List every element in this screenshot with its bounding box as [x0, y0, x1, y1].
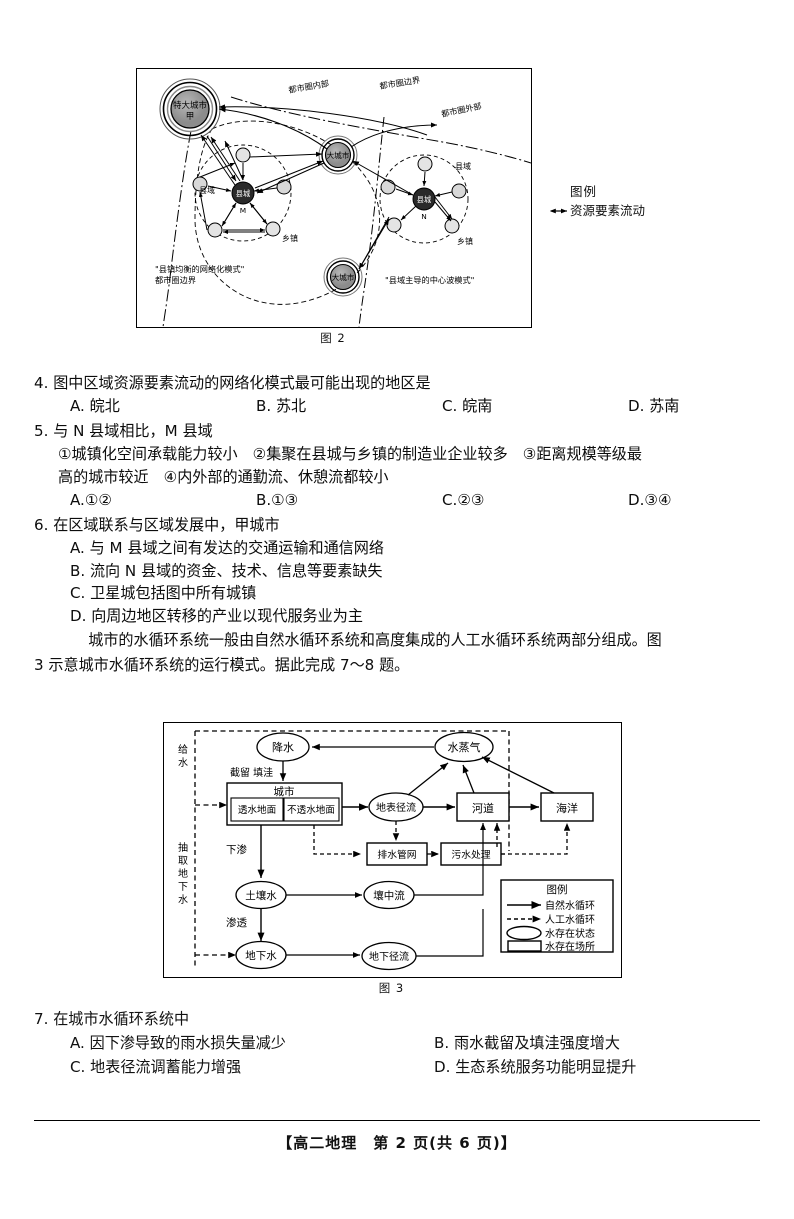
svg-text:甲: 甲	[186, 112, 195, 122]
question-5-stem: 5. 与 N 县域相比，M 县域	[34, 421, 213, 440]
svg-text:大城市: 大城市	[332, 272, 355, 282]
q7-option-c[interactable]: C. 地表径流调蓄能力增强	[70, 1057, 242, 1076]
svg-text:地下径流: 地下径流	[369, 950, 409, 963]
q4-option-c[interactable]: C. 皖南	[442, 396, 493, 415]
svg-text:"县镇均衡的网络化模式": "县镇均衡的网络化模式"	[155, 264, 244, 274]
figure-2-container: 特大城市 甲 大城市 大城市 县城 M	[0, 58, 794, 348]
svg-text:县域: 县域	[199, 185, 215, 195]
q5-option-b[interactable]: B.①③	[256, 490, 299, 509]
svg-text:壤中流: 壤中流	[373, 889, 405, 902]
question-4-stem: 4. 图中区域资源要素流动的网络化模式最可能出现的地区是	[34, 374, 431, 392]
svg-text:乡镇: 乡镇	[457, 236, 473, 246]
questions-4-6-block: 4. 图中区域资源要素流动的网络化模式最可能出现的地区是 A. 皖北 B. 苏北…	[34, 370, 760, 677]
figure-2-legend-item: 资源要素流动	[570, 202, 646, 218]
svg-text:水存在场所: 水存在场所	[545, 940, 595, 953]
svg-text:人工水循环: 人工水循环	[545, 913, 595, 926]
q4-option-a[interactable]: A. 皖北	[70, 396, 120, 415]
svg-text:县城: 县城	[236, 189, 250, 198]
svg-text:N: N	[421, 212, 427, 221]
svg-text:水: 水	[178, 894, 188, 906]
figure-2-caption: 图 2	[320, 331, 346, 345]
svg-text:M: M	[240, 206, 246, 215]
figure-2-legend-title: 图例	[570, 184, 598, 199]
svg-text:都市圈内部: 都市圈内部	[288, 78, 330, 95]
svg-text:县域: 县域	[455, 161, 471, 171]
q6-option-a[interactable]: A. 与 M 县域之间有发达的交通运输和通信网络	[70, 538, 384, 557]
svg-text:城市: 城市	[274, 785, 295, 798]
question-6-stem: 6. 在区域联系与区域发展中，甲城市	[34, 515, 280, 534]
q4-option-d[interactable]: D. 苏南	[628, 396, 680, 415]
svg-text:地表径流: 地表径流	[376, 801, 416, 814]
question-5-options: A.①② B.①③ C.②③ D.③④	[34, 489, 760, 512]
svg-text:特大城市: 特大城市	[173, 100, 208, 111]
svg-text:下渗: 下渗	[226, 843, 247, 856]
svg-text:土壤水: 土壤水	[245, 889, 277, 902]
svg-text:大城市: 大城市	[327, 150, 350, 160]
question-5-statements-line2: 高的城市较近 ④内外部的通勤流、休憩流都较小	[58, 467, 389, 486]
svg-text:都市圈外部: 都市圈外部	[440, 101, 482, 119]
svg-text:地下水: 地下水	[245, 949, 277, 962]
q7-option-a[interactable]: A. 因下渗导致的雨水损失量减少	[70, 1033, 286, 1052]
footer-divider	[34, 1120, 760, 1121]
question-7-options-row-2: C. 地表径流调蓄能力增强 D. 生态系统服务功能明显提升	[34, 1056, 760, 1080]
svg-text:排水管网: 排水管网	[377, 848, 416, 861]
svg-text:自然水循环: 自然水循环	[545, 899, 595, 912]
svg-text:河道: 河道	[472, 801, 494, 815]
figure-2-diagram: 特大城市 甲 大城市 大城市 县城 M	[155, 75, 531, 327]
svg-text:取: 取	[178, 855, 188, 867]
q6-option-c[interactable]: C. 卫星城包括图中所有城镇	[70, 584, 257, 603]
question-7-block: 7. 在城市水循环系统中 A. 因下渗导致的雨水损失量减少 B. 雨水截留及填洼…	[34, 1008, 760, 1080]
svg-text:水: 水	[178, 757, 188, 769]
figure-2-legend: 图例 资源要素流动	[548, 183, 708, 221]
svg-text:降水: 降水	[272, 740, 294, 754]
question-5-statements-line1: ①城镇化空间承载能力较小 ②集聚在县城与乡镇的制造业企业较多 ③距离规模等级最	[58, 444, 642, 463]
svg-text:都市圈边界: 都市圈边界	[155, 275, 196, 285]
q6-option-b[interactable]: B. 流向 N 县域的资金、技术、信息等要素缺失	[70, 561, 383, 580]
question-7-options-row-1: A. 因下渗导致的雨水损失量减少 B. 雨水截留及填洼强度增大	[34, 1032, 760, 1056]
figure-2-frame: 特大城市 甲 大城市 大城市 县城 M	[136, 68, 532, 328]
svg-text:乡镇: 乡镇	[282, 233, 298, 243]
svg-text:水存在状态: 水存在状态	[545, 927, 595, 940]
svg-text:水蒸气: 水蒸气	[448, 740, 481, 754]
figure-3-caption: 图 3	[378, 981, 405, 995]
svg-text:都市圈边界: 都市圈边界	[379, 75, 421, 91]
svg-text:透水地面: 透水地面	[238, 804, 277, 816]
question-4-options: A. 皖北 B. 苏北 C. 皖南 D. 苏南	[34, 395, 760, 418]
figure-2-legend-row: 资源要素流动	[548, 202, 708, 221]
double-arrow-icon	[549, 208, 567, 214]
svg-text:不透水地面: 不透水地面	[287, 804, 335, 816]
svg-text:抽: 抽	[178, 841, 188, 854]
q5-option-c[interactable]: C.②③	[442, 490, 485, 509]
svg-text:给: 给	[178, 743, 188, 756]
q7-option-d[interactable]: D. 生态系统服务功能明显提升	[434, 1057, 637, 1076]
q6-option-d[interactable]: D. 向周边地区转移的产业以现代服务业为主	[70, 607, 363, 626]
svg-text:截留 填洼: 截留 填洼	[230, 766, 273, 779]
q4-option-b[interactable]: B. 苏北	[256, 396, 307, 415]
svg-text:海洋: 海洋	[556, 801, 578, 815]
q5-option-d[interactable]: D.③④	[628, 490, 672, 509]
figure-3-frame: 给 水 抽 取 地 下 水 降水 水蒸气 截留 填洼	[163, 722, 622, 978]
svg-text:"县域主导的中心波模式": "县域主导的中心波模式"	[385, 275, 474, 285]
svg-text:图例: 图例	[547, 883, 568, 896]
svg-text:渗透: 渗透	[226, 916, 247, 929]
q7-option-b[interactable]: B. 雨水截留及填洼强度增大	[434, 1033, 620, 1052]
svg-text:县城: 县城	[417, 195, 431, 204]
question-7-stem: 7. 在城市水循环系统中	[34, 1010, 190, 1028]
passage-line-2: 3 示意城市水循环系统的运行模式。据此完成 7～8 题。	[34, 655, 410, 674]
svg-text:污水处理: 污水处理	[451, 849, 490, 861]
passage-line-1: 城市的水循环系统一般由自然水循环系统和高度集成的人工水循环系统两部分组成。图	[88, 631, 662, 650]
figure-3-container: 给 水 抽 取 地 下 水 降水 水蒸气 截留 填洼	[0, 722, 794, 1002]
q5-option-a[interactable]: A.①②	[70, 490, 112, 509]
page-footer: 【高二地理 第 2 页(共 6 页)】	[277, 1134, 517, 1152]
svg-text:下: 下	[178, 882, 188, 893]
svg-text:地: 地	[178, 867, 188, 880]
figure-3-diagram: 给 水 抽 取 地 下 水 降水 水蒸气 截留 填洼	[178, 730, 614, 971]
